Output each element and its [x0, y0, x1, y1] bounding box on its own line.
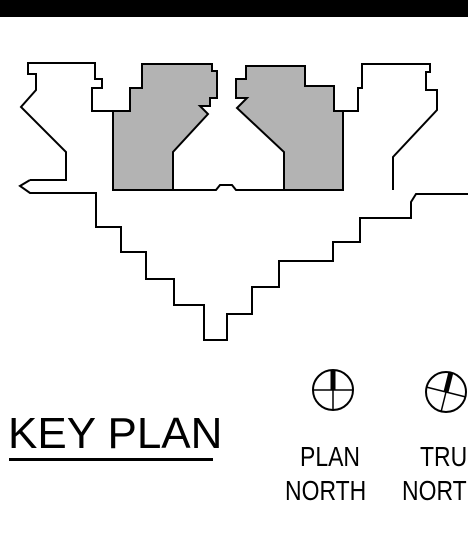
- left-shaded-tower: [112, 63, 218, 191]
- plan-north-label-line2: NORTH: [285, 475, 367, 506]
- key-plan-title-underline: [9, 458, 213, 461]
- key-plan-title: KEY PLAN: [8, 409, 223, 458]
- left-outer-wing: [19, 62, 114, 190]
- true-north-label-line1: TRUE: [420, 441, 468, 472]
- true-north-arrow: [425, 371, 467, 413]
- true-north-label-line2: NORTH: [402, 475, 468, 506]
- right-shaded-tower: [235, 65, 344, 191]
- right-outer-wing: [342, 63, 438, 190]
- true-north-needle: [443, 371, 454, 393]
- top-border-rule: [0, 0, 468, 17]
- true-north-crosshair-v: [440, 391, 447, 412]
- podium-outline: [18, 179, 468, 341]
- plan-north-arrow: [312, 369, 354, 411]
- connector-bump: [173, 184, 284, 191]
- plan-north-label-line1: PLAN: [300, 441, 360, 472]
